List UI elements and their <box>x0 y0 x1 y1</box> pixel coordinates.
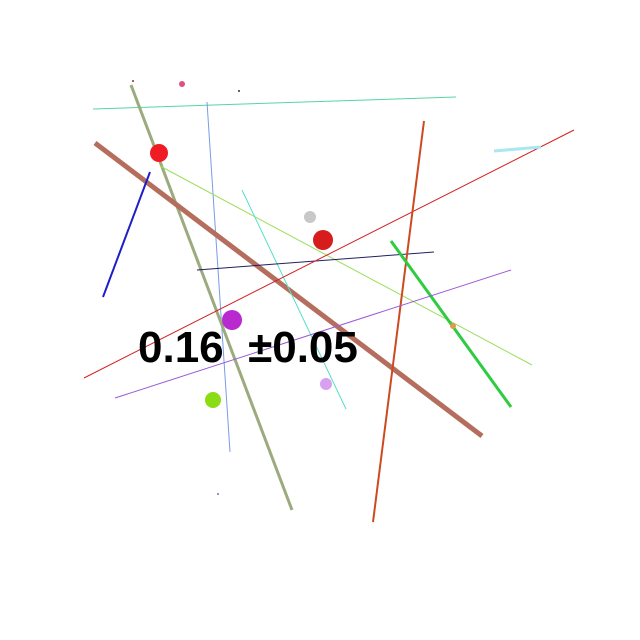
value-reading: 0.16 ±0.05 <box>138 323 358 372</box>
dot-tiny-2 <box>238 90 240 92</box>
dot-tiny-3 <box>217 493 219 495</box>
line-lime <box>159 165 533 366</box>
dot-orange-small <box>450 323 456 329</box>
dot-red-large <box>150 144 168 162</box>
line-blue-thin <box>206 101 231 453</box>
line-purple <box>114 269 512 399</box>
line-orange <box>372 120 425 523</box>
dot-magenta <box>222 310 242 330</box>
line-blue-dark <box>102 171 151 298</box>
dot-lime <box>205 392 221 408</box>
line-brown-thick <box>93 141 484 438</box>
dot-pink-small <box>179 81 185 87</box>
dot-lavender <box>320 378 332 390</box>
dot-gray <box>304 211 316 223</box>
line-teal <box>92 96 457 110</box>
dot-red-medium <box>313 230 333 250</box>
line-red <box>83 129 575 379</box>
dot-tiny-1 <box>132 80 134 82</box>
line-cyan <box>241 189 347 410</box>
line-lightcyan <box>493 145 542 153</box>
